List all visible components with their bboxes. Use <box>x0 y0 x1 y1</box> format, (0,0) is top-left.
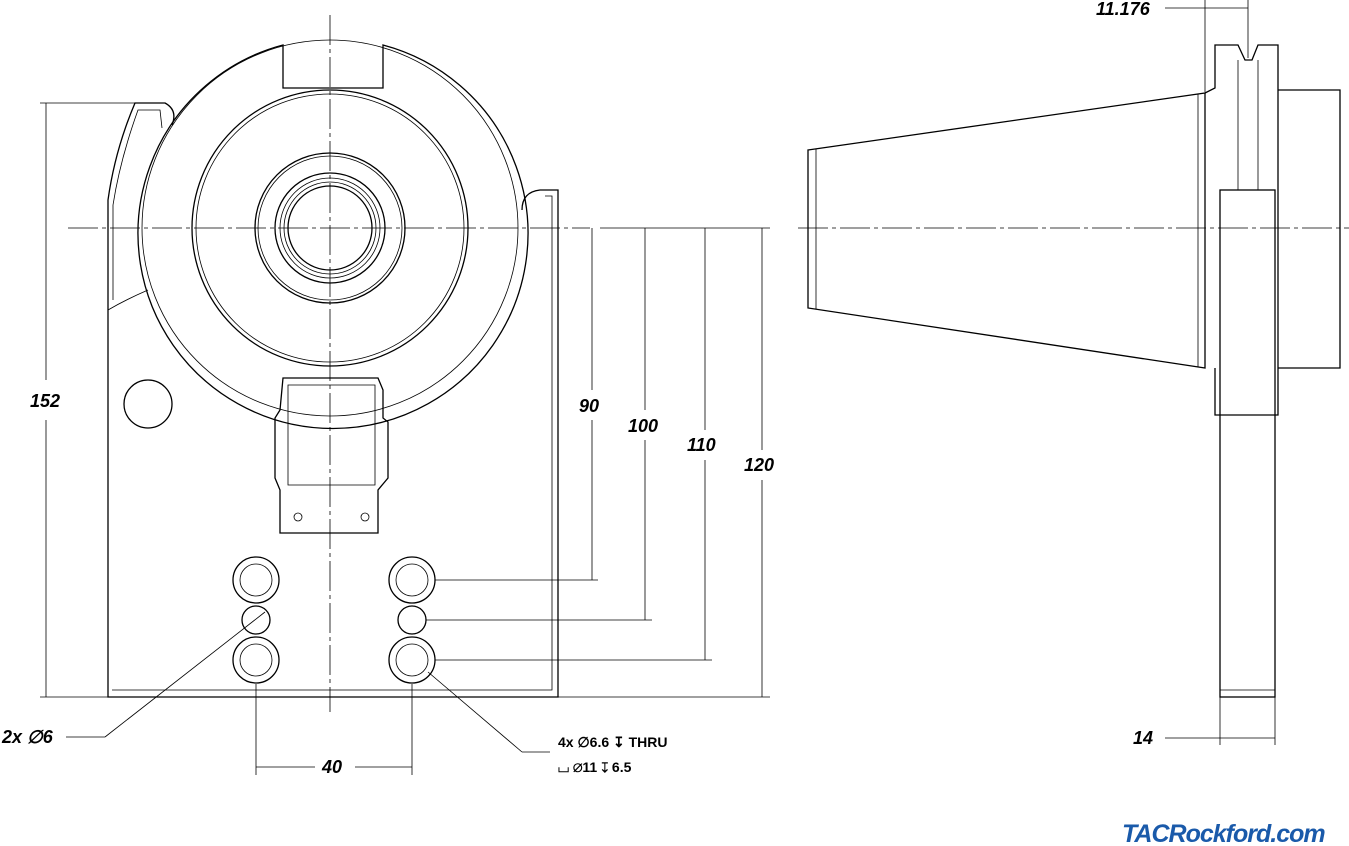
rotary-disc <box>137 44 529 430</box>
dowel-note: 2x ∅6 <box>1 727 54 747</box>
spindle-end <box>1278 89 1341 369</box>
dim-120: 120 <box>744 455 774 475</box>
screw-hole-left <box>293 512 303 522</box>
front-view <box>68 15 590 712</box>
screw-hole-right <box>360 512 370 522</box>
hole-note-line1: 4x ∅6.6 ↧ THRU <box>558 734 668 750</box>
side-dimensions: 11.176 14 <box>1096 0 1276 748</box>
flange <box>1204 44 1279 416</box>
front-dimensions: 152 90 100 110 120 40 2x ∅6 4x ∅6.6 ↧ TH… <box>1 102 774 777</box>
dim-40: 40 <box>321 757 342 777</box>
hole-note-line2: ⌴ ∅11 ↧ 6.5 <box>558 759 632 775</box>
dim-100: 100 <box>628 416 658 436</box>
dim-110: 110 <box>687 435 716 455</box>
dim-90: 90 <box>579 396 599 416</box>
body-inner-edge <box>112 195 553 691</box>
mounting-holes <box>232 556 436 684</box>
body-outline <box>107 189 559 698</box>
body-left-edge <box>107 102 175 300</box>
side-view <box>798 44 1349 698</box>
dim-14: 14 <box>1133 728 1153 748</box>
side-hole <box>123 379 173 429</box>
clamp-block-face <box>287 384 376 486</box>
mount-plate <box>1219 189 1276 698</box>
body-blend <box>107 289 149 311</box>
dim-11-176: 11.176 <box>1096 0 1151 19</box>
body-inner-left <box>112 109 163 300</box>
dim-152: 152 <box>30 391 60 411</box>
brand-logo[interactable]: TACRockford.com <box>1122 820 1326 846</box>
taper-shank <box>807 92 1206 369</box>
clamp-block <box>274 377 389 534</box>
